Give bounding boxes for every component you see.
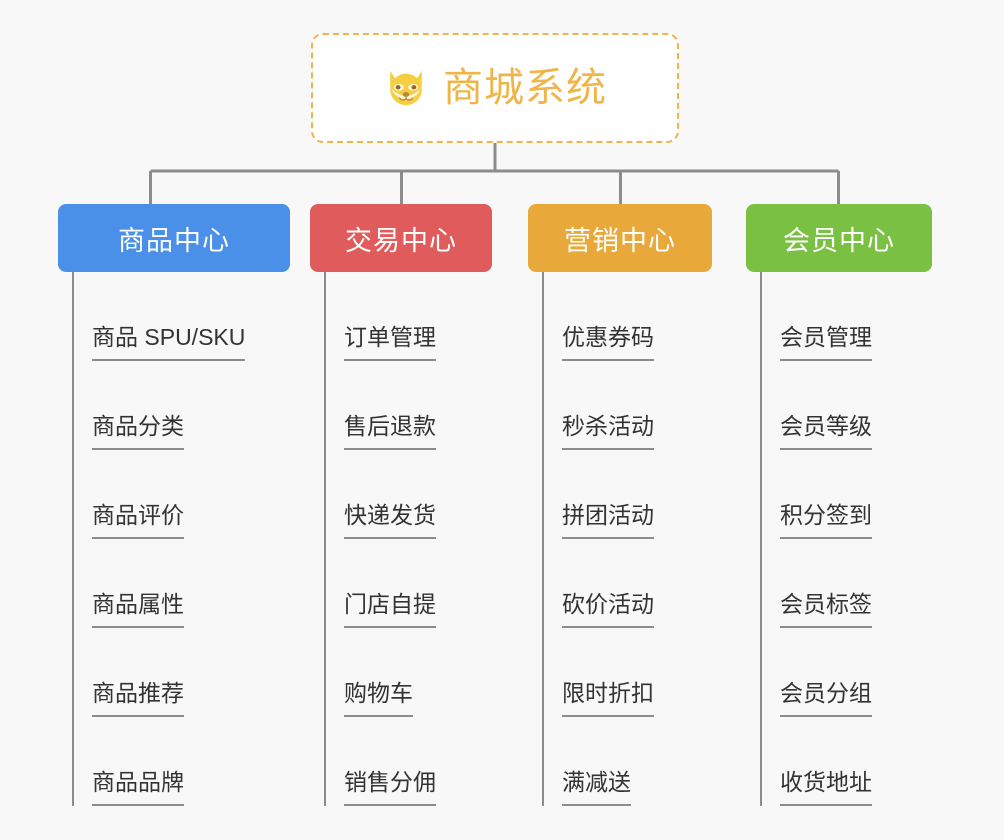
branch-header-2[interactable]: 营销中心 (528, 204, 712, 272)
dog-face-icon (390, 70, 422, 106)
list-item[interactable]: 快递发货 (310, 450, 492, 539)
branch-title-3: 会员中心 (783, 225, 895, 256)
branch-items-1: 订单管理 售后退款 快递发货 门店自提 购物车 销售分佣 (310, 272, 492, 806)
list-item[interactable]: 积分签到 (746, 450, 932, 539)
list-item[interactable]: 优惠券码 (528, 272, 712, 361)
leaf-label: 会员等级 (780, 415, 872, 450)
list-item[interactable]: 会员等级 (746, 361, 932, 450)
list-item[interactable]: 秒杀活动 (528, 361, 712, 450)
list-item[interactable]: 门店自提 (310, 539, 492, 628)
root-title: 商城系统 (443, 66, 607, 110)
branch-交易中心: 交易中心 订单管理 售后退款 快递发货 门店自提 购物车 销售分佣 (310, 204, 492, 806)
branch-header-3[interactable]: 会员中心 (746, 204, 932, 272)
list-item[interactable]: 拼团活动 (528, 450, 712, 539)
leaf-label: 会员分组 (780, 682, 872, 717)
leaf-label: 满减送 (562, 771, 631, 806)
leaf-label: 销售分佣 (344, 771, 436, 806)
branch-title-1: 交易中心 (345, 225, 457, 256)
leaf-label: 商品属性 (92, 593, 184, 628)
leaf-label: 售后退款 (344, 415, 436, 450)
list-item[interactable]: 会员标签 (746, 539, 932, 628)
leaf-label: 积分签到 (780, 504, 872, 539)
list-item[interactable]: 商品属性 (58, 539, 290, 628)
branch-营销中心: 营销中心 优惠券码 秒杀活动 拼团活动 砍价活动 限时折扣 满减送 (528, 204, 712, 806)
branch-spine-0 (72, 272, 74, 806)
branch-items-3: 会员管理 会员等级 积分签到 会员标签 会员分组 收货地址 (746, 272, 932, 806)
branch-spine-3 (760, 272, 762, 806)
list-item[interactable]: 会员分组 (746, 628, 932, 717)
branch-items-2: 优惠券码 秒杀活动 拼团活动 砍价活动 限时折扣 满减送 (528, 272, 712, 806)
leaf-label: 快递发货 (344, 504, 436, 539)
list-item[interactable]: 砍价活动 (528, 539, 712, 628)
leaf-label: 门店自提 (344, 593, 436, 628)
branch-header-0[interactable]: 商品中心 (58, 204, 290, 272)
list-item[interactable]: 商品评价 (58, 450, 290, 539)
leaf-label: 限时折扣 (562, 682, 654, 717)
branch-title-2: 营销中心 (564, 225, 676, 256)
branch-spine-1 (324, 272, 326, 806)
leaf-label: 购物车 (344, 682, 413, 717)
branch-items-0: 商品 SPU/SKU 商品分类 商品评价 商品属性 商品推荐 商品品牌 (58, 272, 290, 806)
leaf-label: 秒杀活动 (562, 415, 654, 450)
leaf-label: 会员管理 (780, 326, 872, 361)
leaf-label: 商品评价 (92, 504, 184, 539)
branch-spine-2 (542, 272, 544, 806)
branch-header-1[interactable]: 交易中心 (310, 204, 492, 272)
list-item[interactable]: 售后退款 (310, 361, 492, 450)
list-item[interactable]: 满减送 (528, 717, 712, 806)
leaf-label: 会员标签 (780, 593, 872, 628)
list-item[interactable]: 销售分佣 (310, 717, 492, 806)
list-item[interactable]: 商品推荐 (58, 628, 290, 717)
list-item[interactable]: 会员管理 (746, 272, 932, 361)
leaf-label: 商品品牌 (92, 771, 184, 806)
list-item[interactable]: 收货地址 (746, 717, 932, 806)
leaf-label: 商品 SPU/SKU (92, 326, 246, 361)
branch-会员中心: 会员中心 会员管理 会员等级 积分签到 会员标签 会员分组 收货地址 (746, 204, 932, 806)
leaf-label: 优惠券码 (562, 326, 654, 361)
leaf-label: 订单管理 (344, 326, 436, 361)
list-item[interactable]: 商品分类 (58, 361, 290, 450)
leaf-label: 砍价活动 (562, 593, 654, 628)
leaf-label: 商品分类 (92, 415, 184, 450)
leaf-label: 收货地址 (780, 771, 872, 806)
leaf-label: 商品推荐 (92, 682, 184, 717)
list-item[interactable]: 限时折扣 (528, 628, 712, 717)
list-item[interactable]: 订单管理 (310, 272, 492, 361)
branch-商品中心: 商品中心 商品 SPU/SKU 商品分类 商品评价 商品属性 商品推荐 商品品牌 (58, 204, 290, 806)
branch-title-0: 商品中心 (118, 225, 230, 256)
leaf-label: 拼团活动 (562, 504, 654, 539)
root-node[interactable]: 商城系统 (311, 33, 679, 143)
list-item[interactable]: 购物车 (310, 628, 492, 717)
list-item[interactable]: 商品品牌 (58, 717, 290, 806)
list-item[interactable]: 商品 SPU/SKU (58, 272, 290, 361)
